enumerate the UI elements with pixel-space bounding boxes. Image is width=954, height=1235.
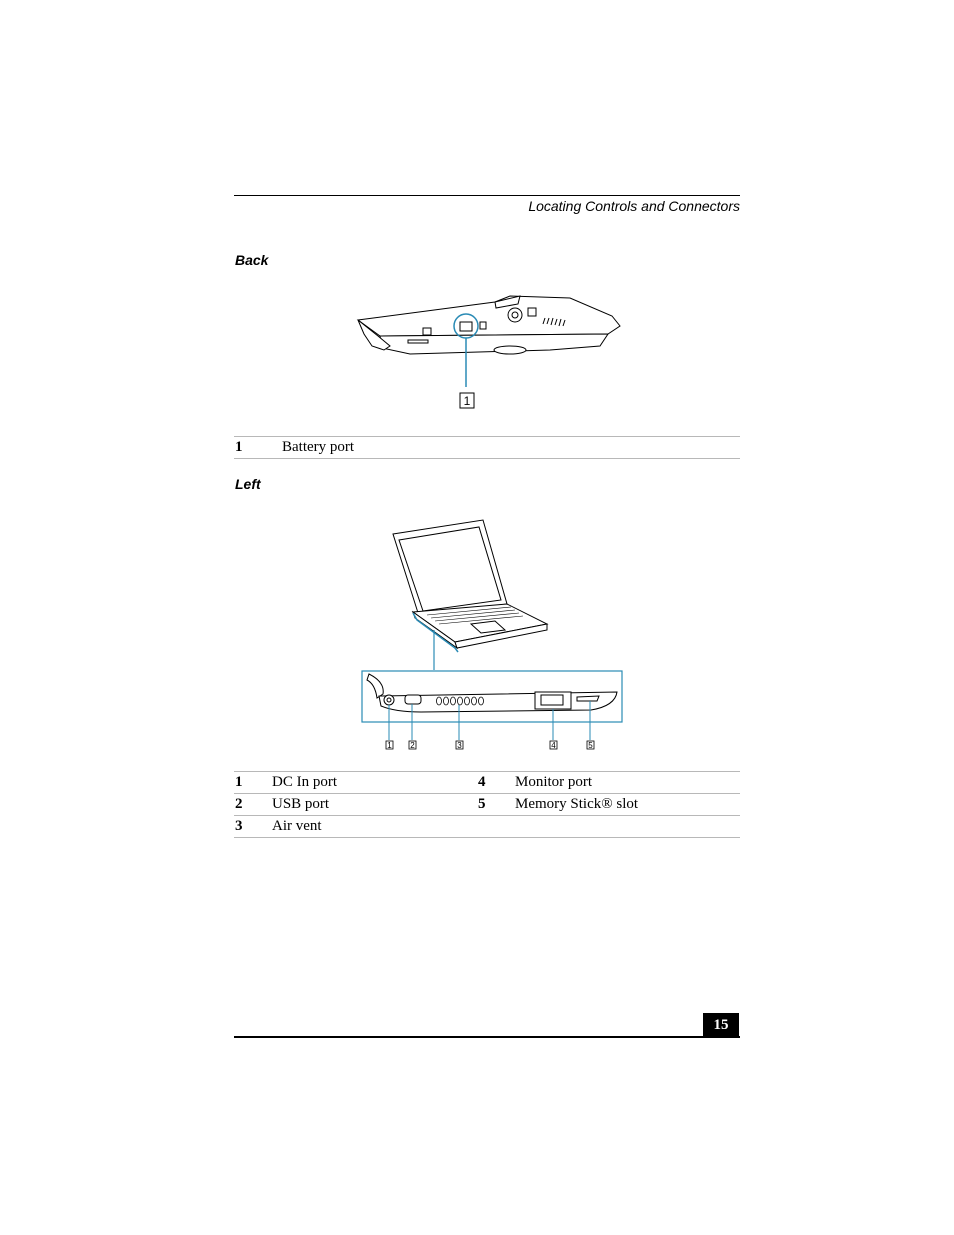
back-legend-table: 1 Battery port — [234, 436, 740, 459]
legend-number: 1 — [234, 436, 282, 459]
legend-label: Air vent — [272, 815, 477, 838]
legend-number: 3 — [234, 815, 272, 838]
section-heading-left: Left — [235, 476, 261, 492]
back-view-illustration: 1 — [356, 295, 621, 409]
legend-number: 4 — [477, 771, 515, 794]
callout-left-4: 4 — [551, 741, 556, 750]
callout-back-1: 1 — [464, 394, 471, 408]
legend-number: 2 — [234, 793, 272, 816]
callout-left-5: 5 — [588, 741, 593, 750]
page-number: 15 — [703, 1013, 739, 1037]
left-view-illustration: 1 2 3 4 5 — [361, 519, 623, 750]
table-row: 1 DC In port 4 Monitor port — [234, 771, 740, 794]
header-rule — [234, 195, 740, 196]
callout-left-3: 3 — [457, 741, 462, 750]
table-row: 2 USB port 5 Memory Stick® slot — [234, 793, 740, 816]
legend-empty-cell — [515, 815, 740, 838]
footer-rule — [234, 1036, 740, 1038]
running-header-title: Locating Controls and Connectors — [528, 198, 740, 214]
legend-empty-cell — [477, 815, 515, 838]
table-row: 1 Battery port — [234, 436, 740, 459]
callout-left-2: 2 — [410, 741, 415, 750]
section-heading-back: Back — [235, 252, 269, 268]
legend-number: 1 — [234, 771, 272, 794]
callout-left-1: 1 — [387, 741, 392, 750]
legend-label: Monitor port — [515, 771, 740, 794]
legend-label: Battery port — [282, 436, 740, 459]
legend-label: USB port — [272, 793, 477, 816]
left-legend-table: 1 DC In port 4 Monitor port 2 USB port 5… — [234, 771, 740, 838]
legend-number: 5 — [477, 793, 515, 816]
legend-label: DC In port — [272, 771, 477, 794]
table-row: 3 Air vent — [234, 815, 740, 838]
legend-label: Memory Stick® slot — [515, 793, 740, 816]
